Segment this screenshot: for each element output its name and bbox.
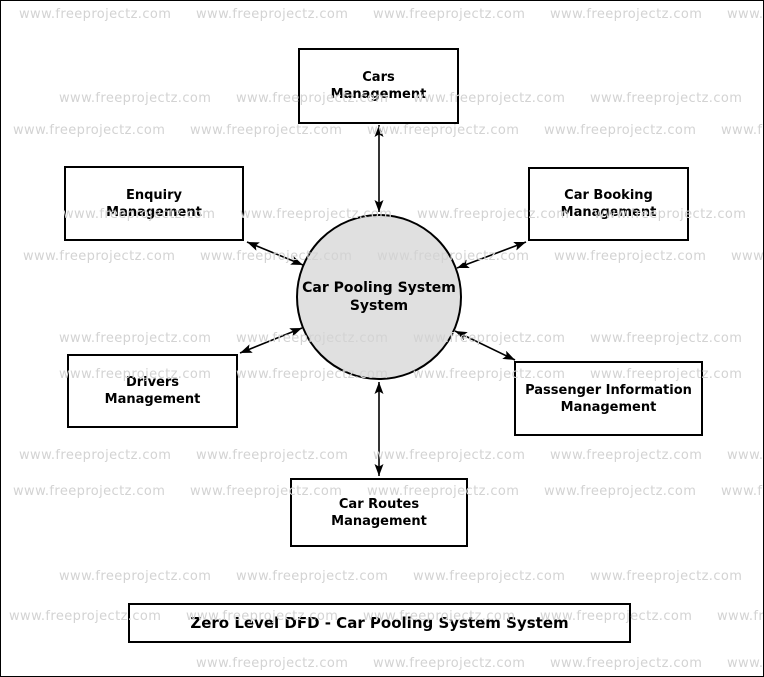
entity-label: Drivers (125, 375, 180, 390)
entity-label: Management (331, 513, 427, 529)
entity-car-routes-management: Car Routes Management (290, 478, 468, 547)
entity-label: Management (330, 87, 427, 102)
entity-label: Management (560, 399, 657, 415)
flow-arrow-enquiry-management (246, 241, 304, 266)
entity-label: Car Booking (564, 188, 653, 203)
flow-arrow-passenger-information-management (454, 330, 516, 361)
entity-label: Management (106, 204, 202, 220)
entity-drivers-management: Drivers Management (67, 354, 238, 428)
entity-label: Management (560, 205, 657, 220)
entity-cars-management: Cars Management (298, 48, 459, 124)
entity-label: Car Routes (338, 496, 420, 512)
entity-label: Cars (362, 70, 395, 85)
process-circle-car-pooling-system: Car Pooling System System (296, 214, 462, 380)
flow-arrow-drivers-management (239, 327, 303, 354)
entity-label: Passenger Information (525, 382, 692, 398)
entity-car-booking-management: Car Booking Management (528, 167, 689, 241)
entity-label: Enquiry (125, 187, 183, 203)
flow-arrow-car-booking-management (456, 241, 527, 269)
diagram-title-box: Zero Level DFD - Car Pooling System Syst… (128, 603, 631, 643)
entity-label: Management (104, 392, 201, 407)
process-label: System (349, 298, 409, 314)
process-label: Car Pooling System (302, 280, 456, 296)
entity-enquiry-management: Enquiry Management (64, 166, 244, 241)
diagram-title: Zero Level DFD - Car Pooling System Syst… (190, 614, 569, 632)
entity-passenger-information-management: Passenger Information Management (514, 361, 703, 436)
